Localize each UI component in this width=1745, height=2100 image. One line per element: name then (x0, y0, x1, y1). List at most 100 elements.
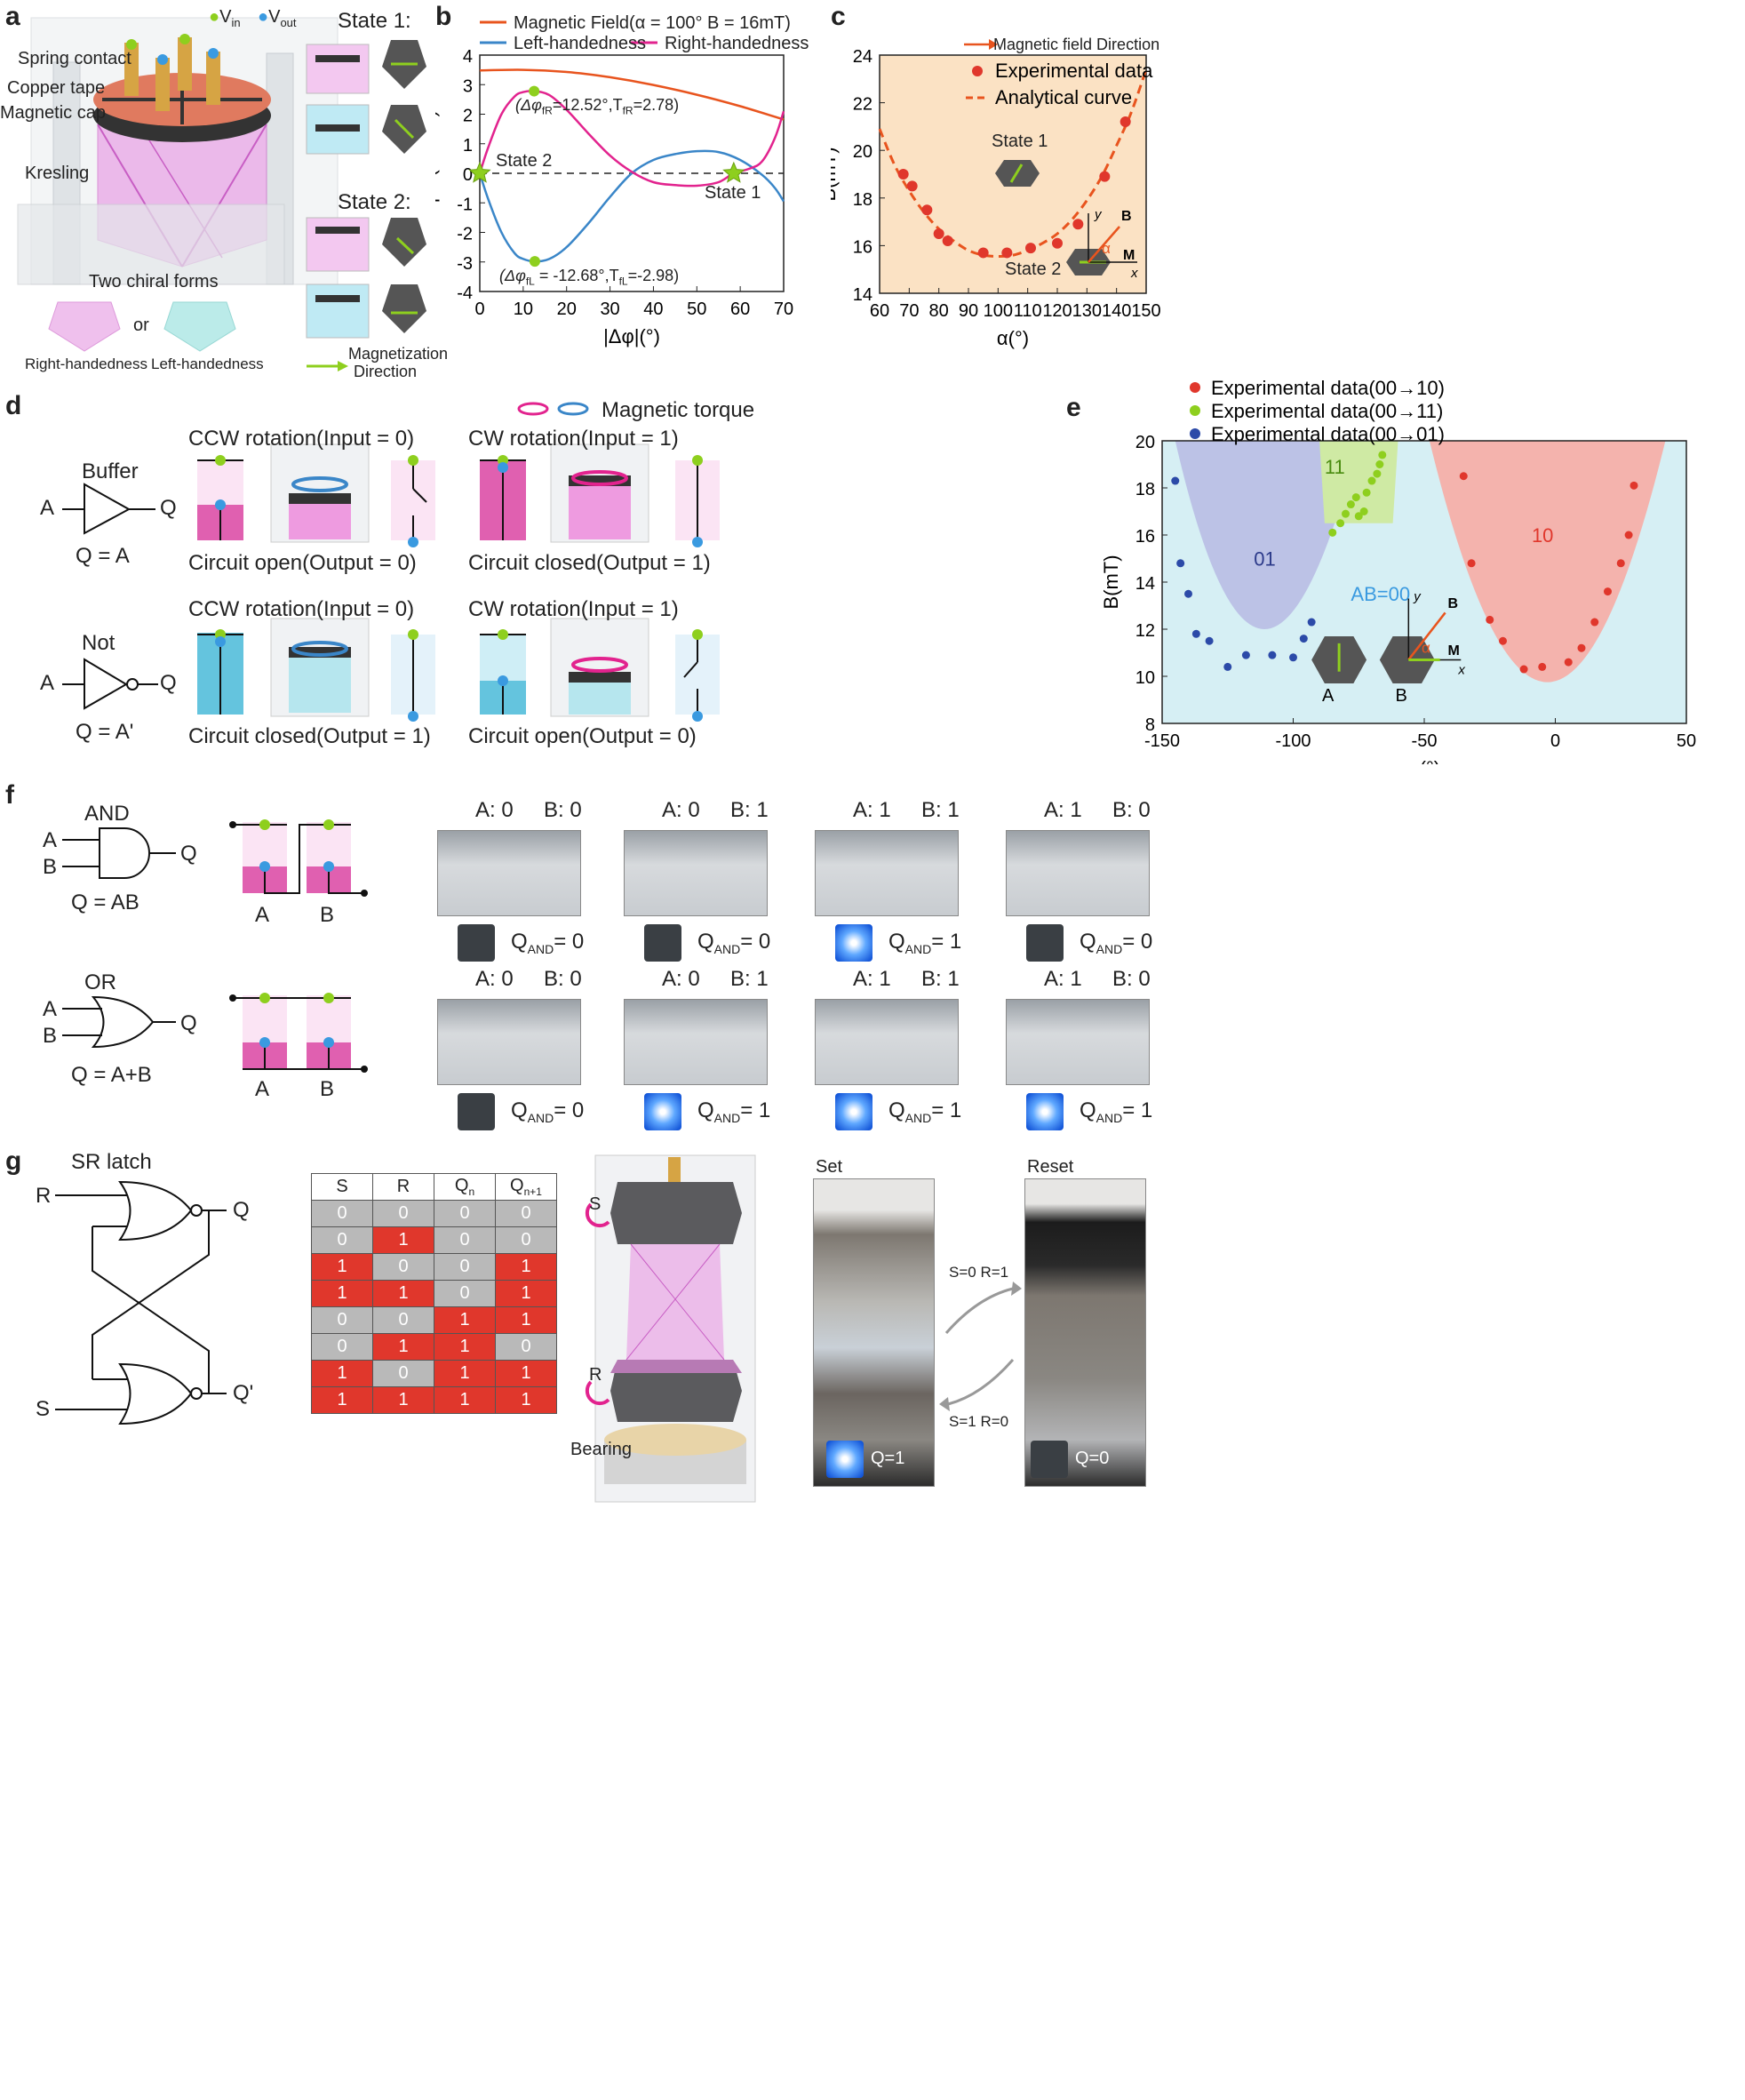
sr-latch-schematic (55, 1180, 227, 1425)
x-axis-label: α(°) (997, 327, 1029, 349)
case-b-label: B: 1 (921, 798, 960, 822)
b-vector-label: B (1121, 209, 1132, 224)
latch-qprime-output: Q' (233, 1381, 254, 1405)
region-11 (1319, 441, 1398, 523)
not-equation: Q = A' (76, 720, 134, 744)
ccw-label-2: CCW rotation(Input = 0) (188, 597, 415, 621)
table-cell: 1 (311, 1386, 373, 1414)
led-icon (1026, 924, 1064, 962)
q-output-label: QAND= 0 (697, 930, 771, 956)
y-tick-label: 16 (1135, 527, 1155, 547)
led-icon (835, 924, 872, 962)
data-point (1351, 493, 1360, 502)
transition-arrows (939, 1282, 1022, 1411)
case-b-label: B: 1 (730, 967, 769, 991)
data-point (1307, 618, 1316, 627)
x-tick-label: 120 (1042, 301, 1072, 321)
x-tick-label: 40 (643, 299, 663, 319)
table-cell: 1 (372, 1333, 434, 1361)
panel-f: AND A B Q Q = AB OR A B Q Q = A+B A B A … (0, 782, 1745, 1138)
reset-photo (1024, 1178, 1146, 1487)
extremum-marker (529, 85, 540, 97)
data-point (1205, 636, 1214, 645)
or-input-a: A (43, 997, 58, 1021)
or-equation: Q = A+B (71, 1063, 152, 1087)
table-header-cell: S (311, 1173, 373, 1201)
closed-label-1: Circuit closed(Output = 1) (468, 551, 711, 575)
experimental-point (1120, 116, 1131, 128)
set-led-icon (826, 1441, 864, 1478)
experimental-point (906, 180, 918, 192)
table-cell: 1 (434, 1306, 496, 1334)
led-icon (835, 1093, 872, 1130)
kresling-label: Kresling (25, 164, 90, 183)
y-tick-label: 4 (463, 47, 473, 67)
x-axis-name: x (1457, 662, 1465, 677)
data-point (1604, 587, 1612, 596)
data-point (1289, 653, 1297, 662)
data-point (1375, 460, 1384, 468)
region-10-label: 10 (1532, 524, 1553, 547)
two-chiral-label: Two chiral forms (89, 272, 219, 291)
case-a-label: A: 0 (662, 967, 700, 991)
state1-label-b: State 1 (705, 183, 761, 203)
reset-led-icon (1031, 1441, 1068, 1478)
legend-experimental: Experimental data (995, 60, 1153, 82)
table-cell: 1 (434, 1386, 496, 1414)
b-vector-label: B (1448, 596, 1459, 611)
table-cell: 1 (311, 1253, 373, 1281)
data-point (1241, 651, 1250, 659)
table-cell: 1 (434, 1333, 496, 1361)
closed-label-2: Circuit closed(Output = 1) (188, 724, 431, 748)
y-tick-label: 16 (853, 237, 872, 257)
table-cell: 1 (311, 1280, 373, 1307)
buffer-output-q: Q (160, 496, 177, 520)
table-cell: 0 (434, 1226, 496, 1254)
m-vector-label: M (1123, 248, 1135, 263)
data-point (1342, 509, 1350, 518)
x-tick-label: 60 (870, 301, 889, 321)
cw-label-1: CW rotation(Input = 1) (468, 427, 679, 451)
data-point (1519, 665, 1528, 674)
panel-label-b: b (435, 2, 452, 31)
experimental-point (921, 204, 933, 216)
right-handedness-label: Right-handedness (25, 355, 147, 372)
case-a-label: A: 0 (475, 967, 514, 991)
annotation-bottom: (ΔφfL = -12.68°,TfL=-2.98) (499, 267, 680, 288)
and-circuit-a: A (255, 903, 270, 927)
gate-photo (1006, 830, 1150, 916)
x-tick-label: 50 (1677, 731, 1696, 751)
x-tick-label: 80 (929, 301, 949, 321)
or-input-b: B (43, 1024, 58, 1048)
data-point (1176, 559, 1185, 568)
table-cell: 0 (372, 1200, 434, 1227)
x-tick-label: 70 (899, 301, 919, 321)
experimental-point (1072, 219, 1084, 230)
table-cell: 0 (434, 1280, 496, 1307)
table-cell: 1 (495, 1253, 557, 1281)
spring-contact-label: Spring contact (18, 49, 131, 68)
x-tick-label: 20 (557, 299, 577, 319)
data-point (1499, 636, 1507, 645)
x-tick-label: 30 (600, 299, 619, 319)
case-a-label: A: 1 (853, 798, 891, 822)
q-output-label: QAND= 0 (1080, 930, 1153, 956)
state2-label-b: State 2 (496, 151, 553, 171)
led-icon (1026, 1093, 1064, 1130)
experimental-point (1052, 237, 1063, 249)
region-11-label: 11 (1325, 456, 1345, 478)
arrow-legend: Magnetic field Direction (993, 36, 1160, 53)
q-output-label: QAND= 0 (511, 1098, 585, 1125)
set-label: Set (816, 1157, 843, 1177)
series-line (478, 90, 785, 188)
experimental-point (977, 247, 989, 259)
state1-label-c: State 1 (992, 132, 1048, 151)
state1-diagram-a (306, 40, 426, 155)
device-r-label: R (589, 1365, 602, 1385)
panel-a: ●Vin ●Vout Spring contact Copper tape Ma… (0, 0, 448, 382)
x-tick-label: 50 (687, 299, 706, 319)
y-tick-label: 14 (1135, 574, 1155, 594)
